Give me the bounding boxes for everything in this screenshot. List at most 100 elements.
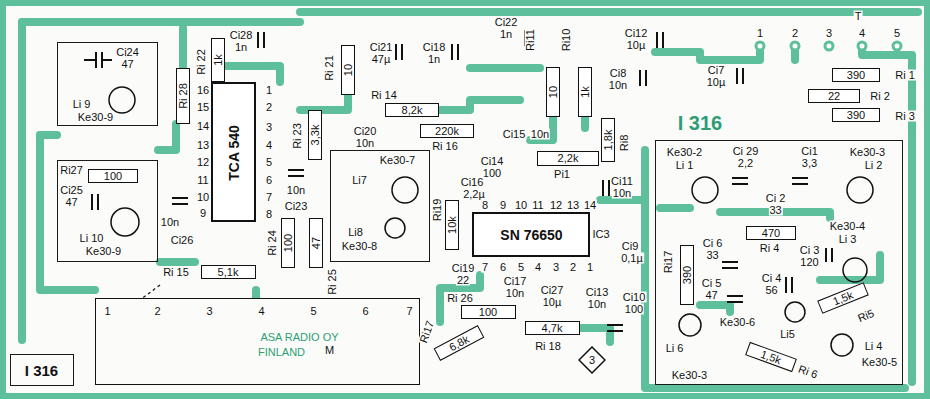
component-label: Ri 4: [759, 242, 781, 253]
value-label: 10: [343, 64, 354, 76]
component-label: Ri 15: [162, 267, 190, 278]
solder-pad: [893, 42, 901, 50]
capacitor-symbol: [452, 44, 458, 60]
component-label: Ri 6: [795, 363, 819, 381]
resistor-symbol: 47: [309, 218, 323, 268]
copper-trace: [660, 204, 690, 212]
copper-trace: [18, 22, 26, 340]
component-label: 2: [153, 305, 161, 316]
component-label: Ke30-7: [379, 154, 416, 165]
resistor-symbol: 5,1k: [201, 265, 256, 279]
board-id-box: I 316: [10, 354, 74, 386]
component-label: 56: [764, 284, 778, 295]
copper-trace: [645, 150, 905, 388]
copper-trace: [158, 124, 176, 150]
component-label: FINLAND: [257, 346, 306, 357]
component-label: 10n: [587, 299, 607, 310]
component-label: Ri 22: [196, 48, 207, 76]
component-label: Li 10: [79, 232, 105, 243]
component-label: 33: [768, 204, 782, 215]
component-label: 9: [499, 200, 507, 211]
component-label: 47µ: [371, 54, 392, 65]
component-label: 3: [552, 262, 560, 273]
component-label: Ri11: [525, 28, 536, 52]
coil-symbol: [831, 334, 853, 356]
component-label: 10n: [286, 185, 306, 196]
value-label: 2,2k: [558, 153, 579, 164]
copper-trace: [160, 258, 195, 266]
value-label: 3,3k: [310, 125, 321, 146]
component-label: 4: [265, 140, 273, 151]
component-label: Li 6: [665, 342, 685, 353]
callout-number: 3: [589, 355, 595, 366]
capacitor-symbol: [258, 32, 264, 48]
component-label: Ke30-9: [85, 245, 122, 256]
copper-trace: [655, 45, 760, 60]
copper-trace: [300, 8, 918, 16]
capacitor-symbol: [727, 296, 743, 302]
component-label: Ci7: [707, 65, 726, 76]
component-label: 1: [756, 28, 764, 39]
coil-symbol: [847, 177, 873, 203]
component-label: Ci22: [494, 17, 519, 28]
capacitor-symbol: [92, 194, 98, 210]
component-label: Ci 4: [761, 272, 783, 283]
resistor-symbol: 470: [746, 226, 796, 240]
component-label: Ke30-6: [719, 316, 756, 327]
capacitor-symbol: [172, 198, 188, 204]
component-label: 3: [825, 28, 833, 39]
component-label: Pi1: [553, 169, 571, 180]
component-label: 6: [265, 175, 273, 186]
capacitor-symbol: [640, 70, 646, 86]
component-label: Ci 6: [702, 237, 724, 248]
component-label: Ri 26: [446, 293, 474, 304]
coil-symbol: [785, 302, 805, 322]
component-label: Ci16: [460, 177, 485, 188]
value-label: 4,7k: [542, 323, 563, 334]
component-label: Ri 14: [370, 90, 398, 101]
component-label: 2: [791, 28, 799, 39]
coil-symbol: [385, 218, 405, 238]
component-label: 100: [482, 168, 502, 179]
component-label: 1: [265, 85, 273, 96]
component-label: Ri17: [418, 319, 437, 346]
component-label: Ri 18: [534, 341, 562, 352]
component-label: Ri 24: [267, 229, 278, 257]
component-label: 1n: [234, 42, 248, 53]
resistor-symbol: 100: [281, 218, 295, 268]
value-label: 47: [311, 237, 322, 249]
solder-pad: [756, 42, 764, 50]
value-label: 1k: [213, 54, 224, 66]
component-label: 13: [566, 200, 580, 211]
coil-symbol: [679, 314, 701, 336]
component-label: Ci26: [170, 235, 195, 246]
component-label: 9: [199, 208, 207, 219]
capacitor-symbol: [792, 178, 808, 184]
component-label: Ci11: [610, 176, 634, 187]
component-label: 16: [196, 85, 210, 96]
shield-box: Ri27Ci2547Li 10Ke30-9100: [57, 160, 158, 262]
board-edge: [3, 3, 927, 396]
component-label: 11: [531, 200, 544, 211]
resistor-symbol: 10k: [445, 200, 459, 250]
component-label: Ci 29: [732, 145, 760, 156]
component-label: 10n: [612, 188, 632, 199]
component-label: 5: [309, 305, 317, 316]
component-label: Ci13: [585, 287, 610, 298]
component-label: 47: [120, 58, 134, 69]
component-label: Li8: [347, 226, 364, 237]
coil-symbol: [109, 87, 135, 113]
value-label: 390: [847, 70, 865, 81]
component-label: 14: [196, 121, 210, 132]
component-label: M: [324, 344, 335, 355]
component-label: Ke30-8: [341, 240, 378, 251]
copper-layer: [22, 12, 918, 388]
component-label: 10n: [355, 138, 375, 149]
component-label: 10n: [160, 217, 180, 228]
component-label: 7: [405, 305, 413, 316]
value-label: 1,5k: [759, 348, 782, 365]
capacitor-symbol: [826, 248, 832, 262]
component-label: Ri 21: [324, 54, 335, 82]
component-label: Ci 5: [701, 277, 723, 288]
component-label: Ci8: [609, 68, 628, 79]
